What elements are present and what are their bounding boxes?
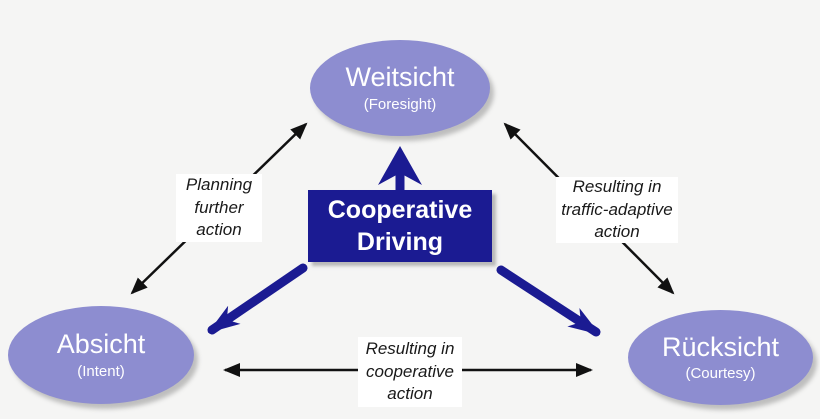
node-weitsicht-subtitle: (Foresight) [363, 95, 437, 113]
center-box-cooperative-driving: Cooperative Driving [308, 190, 492, 262]
node-ruecksicht-subtitle: (Courtesy) [685, 365, 756, 383]
node-weitsicht-title: Weitsicht [345, 62, 455, 93]
node-absicht: Absicht (Intent) [8, 306, 194, 404]
node-absicht-title: Absicht [56, 329, 146, 360]
node-weitsicht: Weitsicht (Foresight) [310, 40, 490, 136]
node-absicht-subtitle: (Intent) [77, 362, 125, 380]
arrow-center-to-ruecksicht [496, 265, 601, 337]
node-ruecksicht-title: Rücksicht [661, 331, 780, 362]
arrow-center-to-absicht [207, 263, 308, 335]
node-ruecksicht: Rücksicht (Courtesy) [628, 310, 813, 405]
edge-label-cooperative-action: Resulting in cooperative action [358, 337, 462, 407]
arrow-center-to-weitsicht [378, 146, 422, 190]
edge-label-traffic-adaptive-action: Resulting in traffic-adaptive action [556, 177, 678, 243]
edge-label-planning-further-action: Planning further action [176, 174, 262, 242]
